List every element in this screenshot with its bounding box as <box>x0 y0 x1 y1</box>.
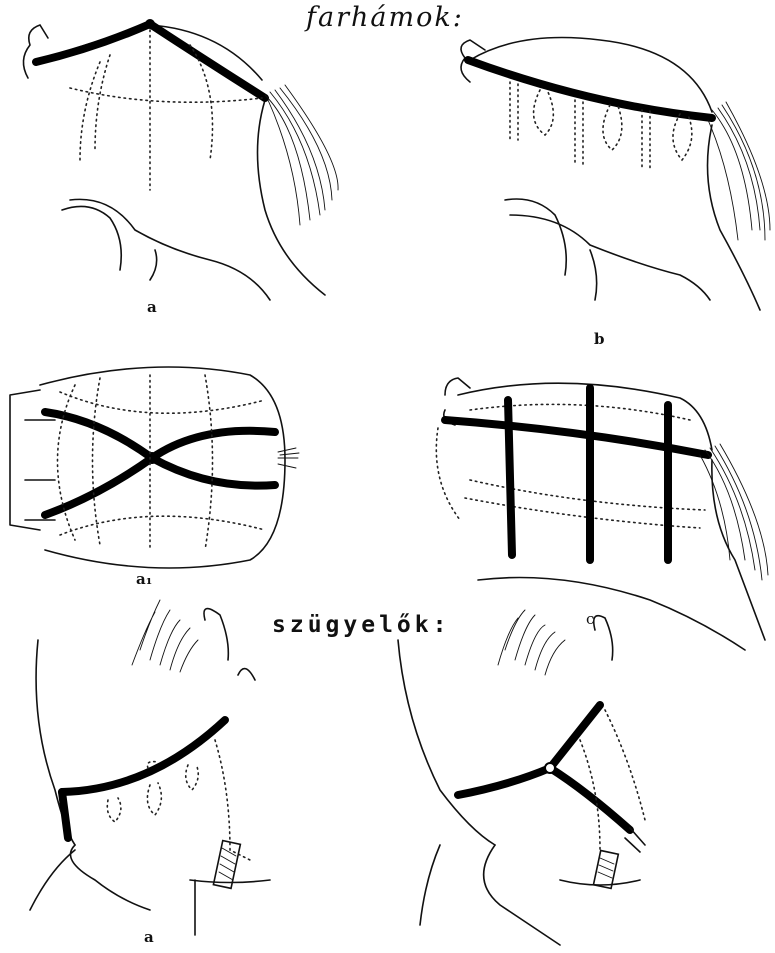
figure-a-crupper-rump <box>23 19 338 300</box>
figure-a1-crossed-crupper-topview <box>10 367 299 568</box>
figure-a-breast-collar <box>30 600 270 935</box>
figure-c-grid-crupper <box>436 378 768 650</box>
figure-b-breast-collar-y <box>398 610 645 945</box>
figure-b-crupper-pendants <box>461 38 770 311</box>
